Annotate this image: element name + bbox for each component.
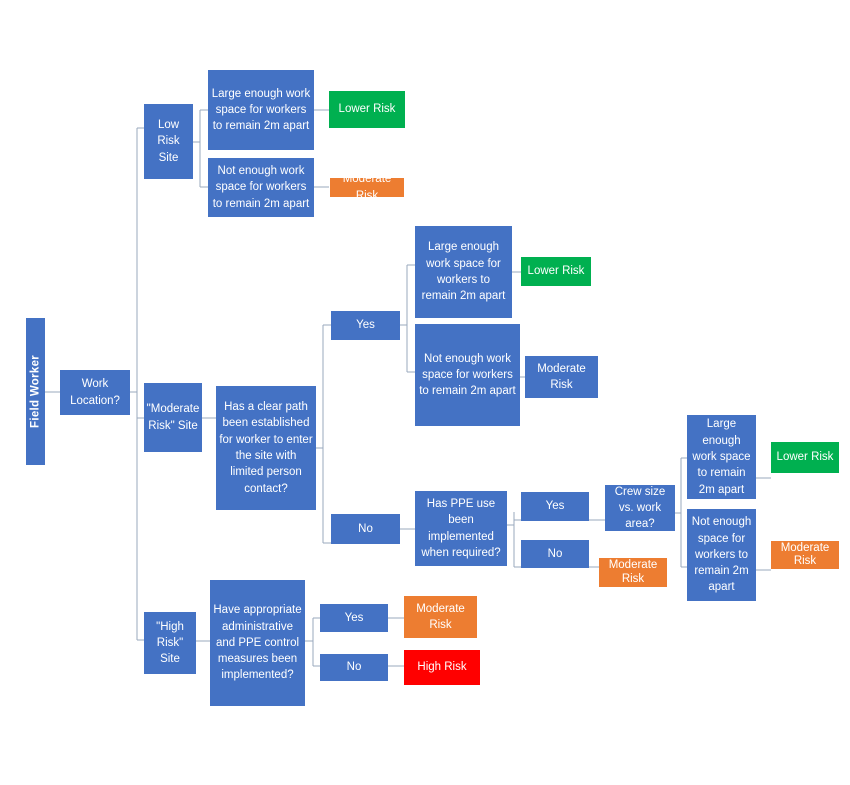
yes-large-space-node: Large enough work space for workers to r… (415, 226, 512, 318)
crew-small-space-node: Not enough space for workers to remain 2… (687, 509, 756, 601)
ppe-no-moderate-risk-outcome: Moderate Risk (599, 558, 667, 587)
clear-path-yes-node: Yes (331, 311, 400, 340)
controls-no-node: No (320, 654, 388, 681)
ppe-question-node: Has PPE use been implemented when requir… (415, 491, 507, 566)
controls-no-high-risk-outcome: High Risk (404, 650, 480, 685)
crew-size-question-node: Crew size vs. work area? (605, 485, 675, 531)
high-risk-site-node: "High Risk" Site (144, 612, 196, 674)
low-site-small-space-node: Not enough work space for workers to rem… (208, 158, 314, 217)
crew-moderate-risk-outcome: Moderate Risk (771, 541, 839, 569)
root-label: Field Worker (29, 354, 42, 429)
yes-lower-risk-outcome: Lower Risk (521, 257, 591, 286)
ppe-yes-node: Yes (521, 492, 589, 521)
controls-yes-moderate-risk-outcome: Moderate Risk (404, 596, 477, 638)
high-site-controls-question: Have appropriate administrative and PPE … (210, 580, 305, 706)
moderate-risk-site-node: "Moderate Risk" Site (144, 383, 202, 452)
yes-small-space-node: Not enough work space for workers to rem… (415, 324, 520, 426)
crew-lower-risk-outcome: Lower Risk (771, 442, 839, 473)
work-location-node: Work Location? (60, 370, 130, 415)
ppe-no-node: No (521, 540, 589, 568)
crew-large-space-node: Large enough work space to remain 2m apa… (687, 415, 756, 499)
moderate-site-clear-path-question: Has a clear path been established for wo… (216, 386, 316, 510)
low-site-large-space-node: Large enough work space for workers to r… (208, 70, 314, 150)
low-risk-site-node: Low Risk Site (144, 104, 193, 179)
low-site-lower-risk-outcome: Lower Risk (329, 91, 405, 128)
root-node: Field Worker (26, 318, 45, 465)
yes-moderate-risk-outcome: Moderate Risk (525, 356, 598, 398)
low-site-moderate-risk-outcome: Moderate Risk (330, 173, 404, 202)
clear-path-no-node: No (331, 514, 400, 544)
controls-yes-node: Yes (320, 604, 388, 632)
